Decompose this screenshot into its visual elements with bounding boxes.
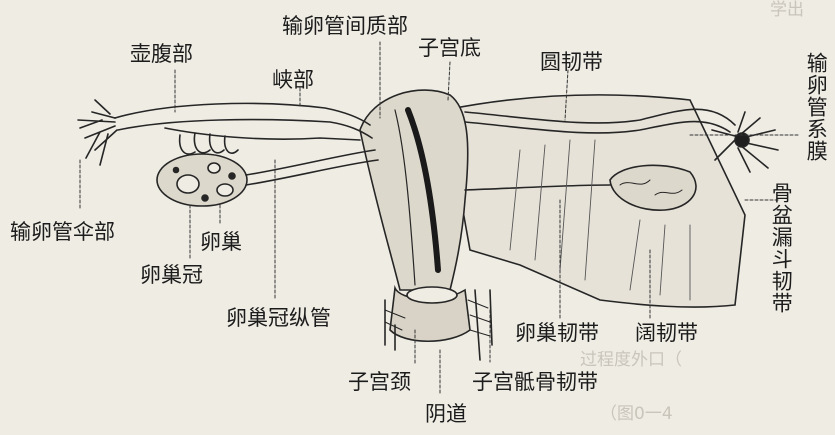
label-broad-ligament: 阔韧带 (635, 323, 698, 344)
label-epoophoron-duct: 卵巢冠纵管 (226, 308, 331, 329)
label-ovary: 卵巢 (200, 232, 242, 253)
bleed-through-text-1: 过程度外口（ (580, 352, 682, 369)
label-round-ligament: 圆韧带 (540, 52, 603, 73)
label-uterine-fundus: 子宫底 (418, 38, 481, 59)
label-epoophoron: 卵巢冠 (140, 265, 203, 286)
label-suspensory-ligament: 骨盆漏斗韧带 (768, 182, 793, 314)
bleed-through-text-2: （图0一4 (600, 406, 673, 423)
external-os (407, 287, 457, 303)
label-ovarian-ligament: 卵巢韧带 (515, 323, 599, 344)
label-ampulla: 壶腹部 (130, 44, 193, 65)
ovary-follicle (177, 175, 199, 193)
label-isthmus: 峡部 (272, 70, 314, 91)
left-ovarian-ligament (246, 150, 375, 175)
label-uterosacral-ligament: 子宫骶骨韧带 (472, 372, 598, 393)
left-fimbriae (78, 100, 117, 165)
label-interstitial-portion: 输卵管间质部 (282, 16, 408, 37)
left-fallopian-tube-lower (118, 120, 372, 138)
label-infundibulum: 输卵管伞部 (10, 222, 115, 243)
bleed-through-text-top: 学出 (770, 2, 804, 19)
broad-ligament-sheet (445, 95, 745, 307)
label-mesosalpinx: 输卵管系膜 (803, 52, 828, 162)
label-vagina: 阴道 (425, 404, 467, 425)
label-cervix: 子宫颈 (348, 372, 411, 393)
